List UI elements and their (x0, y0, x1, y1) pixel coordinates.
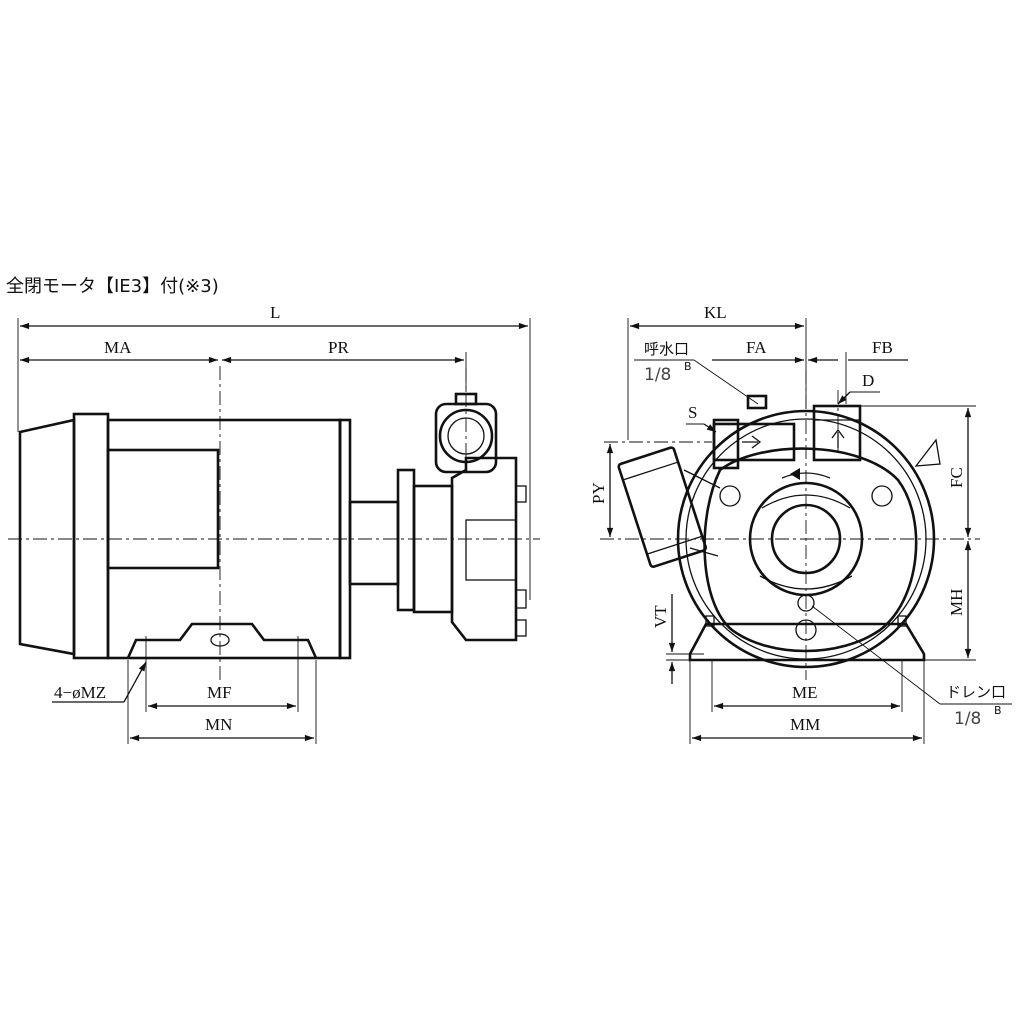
volute-casing (703, 447, 918, 653)
fan-cover (18, 418, 76, 656)
dim-label-ME: ME (792, 683, 818, 702)
dim-label-MN: MN (205, 715, 232, 734)
dim-label-PY: PY (589, 482, 608, 504)
discharge-port-circle (438, 408, 494, 464)
dim-label-MF: MF (207, 683, 232, 702)
dim-label-S: S (688, 403, 697, 422)
dim-label-D: D (862, 371, 874, 390)
dim-label-L: L (270, 303, 280, 322)
pump-flange (396, 468, 416, 612)
dim-label-KL: KL (704, 303, 727, 322)
pump-casing (450, 456, 518, 642)
motor-end-flange (72, 412, 110, 660)
dim-label-VT: VT (651, 605, 670, 628)
motor-foot (126, 622, 318, 659)
priming-port-size: 1/8 (644, 365, 671, 385)
dim-label-MA: MA (104, 338, 132, 357)
dim-label-PR: PR (328, 338, 349, 357)
drain-port-size-sup: B (994, 704, 1002, 717)
dim-label-MH: MH (947, 589, 966, 616)
dim-label-FB: FB (872, 338, 893, 357)
drain-port-label: ドレン口 (946, 683, 1006, 701)
dim-label-FC: FC (947, 467, 966, 488)
drawing-title: 全閉モータ【IE3】付(※3) (6, 276, 219, 297)
front-terminal-box (617, 446, 708, 569)
dim-label-MZ: 4−øMZ (54, 683, 106, 702)
dim-label-FA: FA (746, 338, 767, 357)
discharge-nozzle (812, 404, 862, 462)
front-view: KL FA FB 呼水口 1/8 B D S (589, 303, 1012, 744)
side-view: L MA PR (8, 303, 540, 744)
dim-label-MM: MM (790, 715, 820, 734)
priming-port-label: 呼水口 (644, 340, 689, 358)
terminal-box (106, 448, 220, 570)
priming-port-size-sup: B (684, 360, 692, 373)
drain-port-size: 1/8 (954, 709, 981, 729)
front-base (688, 622, 926, 662)
